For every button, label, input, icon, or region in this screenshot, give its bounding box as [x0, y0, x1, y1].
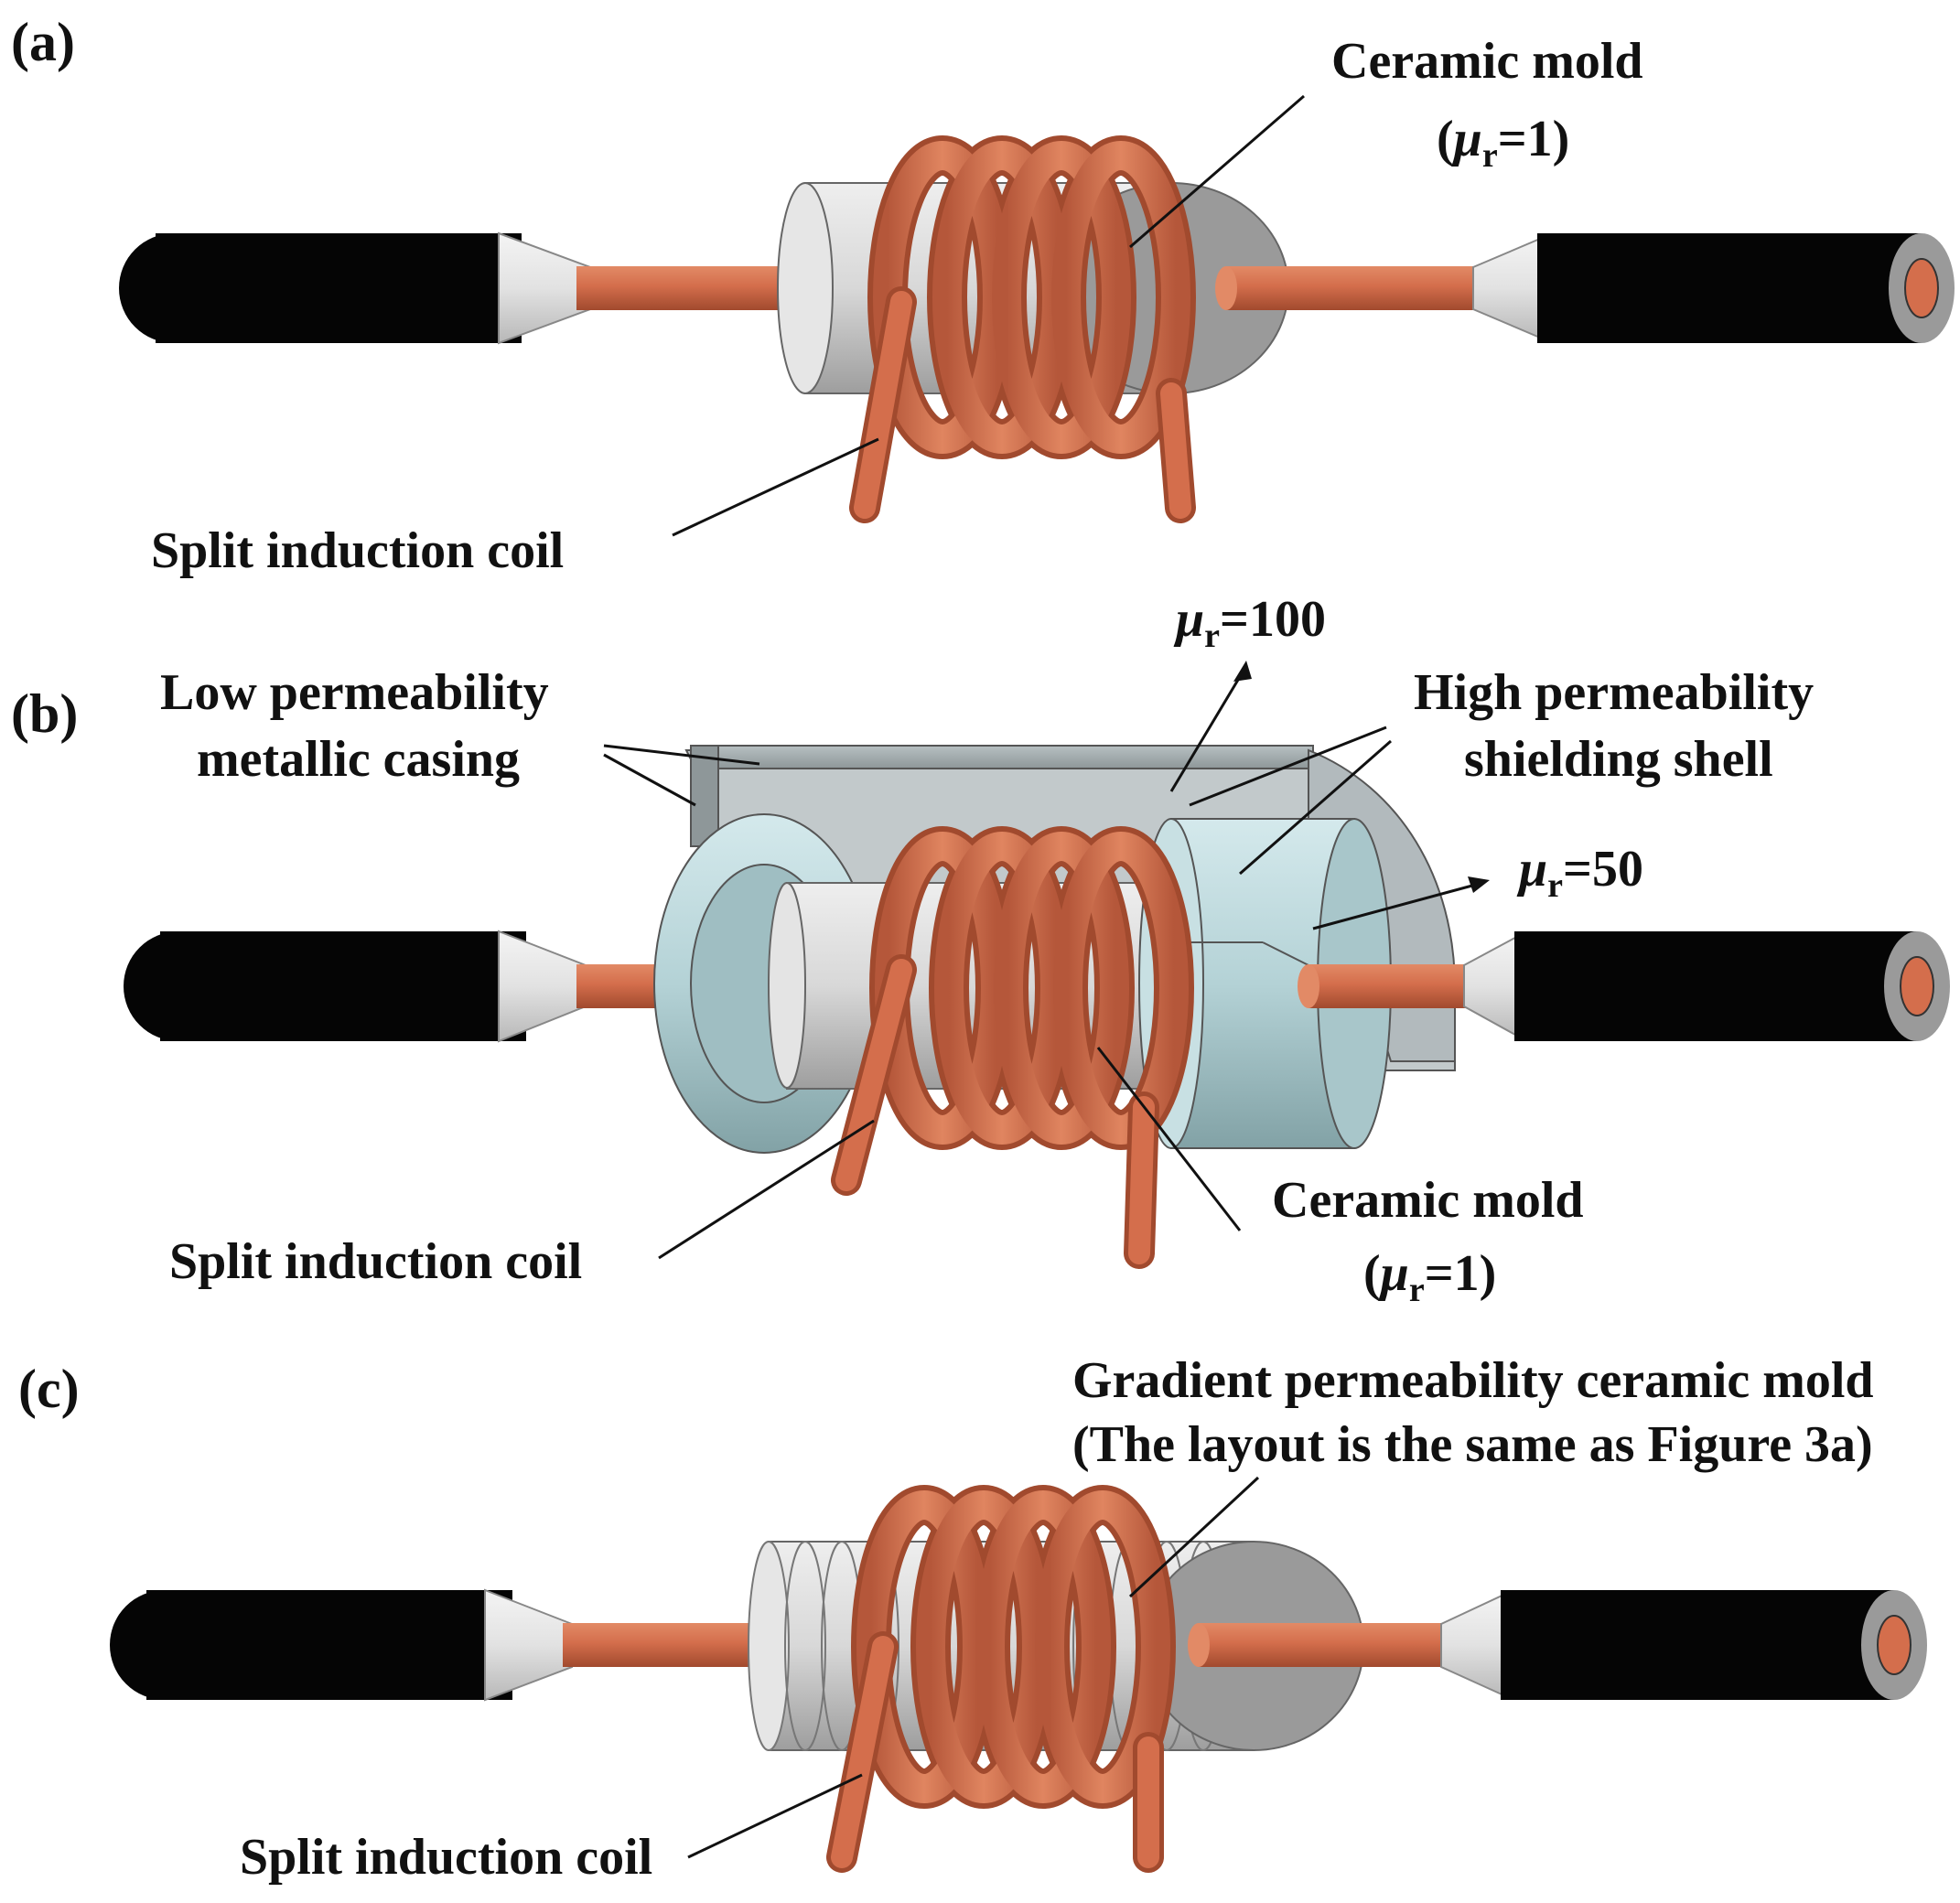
right-cable-cone: [1472, 234, 1547, 342]
coil-leader: [687, 1773, 863, 1859]
split-induction-coil: [849, 135, 1196, 523]
ceramic-mold-mu-label: (μr=1): [1437, 111, 1569, 175]
right-cable: [1537, 233, 1922, 343]
mu100-arrow: [1169, 665, 1248, 792]
gradient-mold-leader: [1128, 1476, 1260, 1598]
mu100-label: μr=100: [1173, 591, 1326, 655]
coil-label: Split induction coil: [151, 522, 564, 579]
coil-label: Split induction coil: [240, 1829, 652, 1886]
shell-label-line1: High permeability: [1414, 664, 1814, 721]
panel-c: (c): [18, 1352, 1927, 1886]
right-copper-rod: [1199, 1623, 1450, 1667]
left-copper-rod: [563, 1623, 769, 1667]
shell-label-line2: shielding shell: [1464, 731, 1773, 788]
panel-b-letter: (b): [11, 683, 78, 744]
coil-leader: [672, 437, 879, 537]
right-cable: [1514, 931, 1917, 1041]
right-cable: [1501, 1590, 1894, 1700]
ceramic-mold-leader: [1096, 1047, 1242, 1231]
ceramic-mold-label: Ceramic mold: [1272, 1172, 1584, 1229]
casing-label-line2: metallic casing: [197, 731, 520, 788]
right-copper-rod: [1308, 964, 1473, 1008]
left-cable-cone: [484, 1588, 573, 1702]
ceramic-mold-mu-label: (μr=1): [1363, 1245, 1496, 1309]
right-copper-rod: [1226, 266, 1482, 310]
panel-a-letter: (a): [11, 12, 75, 72]
panel-a: (a): [11, 12, 1955, 579]
ceramic-mold-leader: [1129, 94, 1305, 249]
coil-label: Split induction coil: [169, 1233, 582, 1290]
ceramic-mold-label: Ceramic mold: [1331, 33, 1643, 90]
mu50-arrow: [1312, 881, 1483, 930]
left-cable-cone: [498, 930, 587, 1043]
panel-c-letter: (c): [18, 1359, 80, 1419]
casing-leader-1: [603, 744, 760, 766]
shell-leader-1: [1189, 726, 1387, 807]
split-induction-coil: [831, 826, 1194, 1269]
gradient-mold-label-line1: Gradient permeability ceramic mold: [1072, 1352, 1874, 1409]
casing-label-line1: Low permeability: [160, 664, 549, 721]
split-induction-coil: [826, 1485, 1176, 1873]
shell-leader-2: [1239, 739, 1392, 876]
coil-leader: [658, 1119, 875, 1260]
gradient-mold-label-line2: (The layout is the same as Figure 3a): [1072, 1416, 1873, 1473]
panel-b: (b): [11, 591, 1950, 1309]
casing-leader-2: [603, 753, 696, 807]
right-cable-cone: [1440, 1590, 1511, 1700]
left-copper-rod: [576, 266, 787, 310]
mu50-label: μr=50: [1516, 841, 1643, 905]
